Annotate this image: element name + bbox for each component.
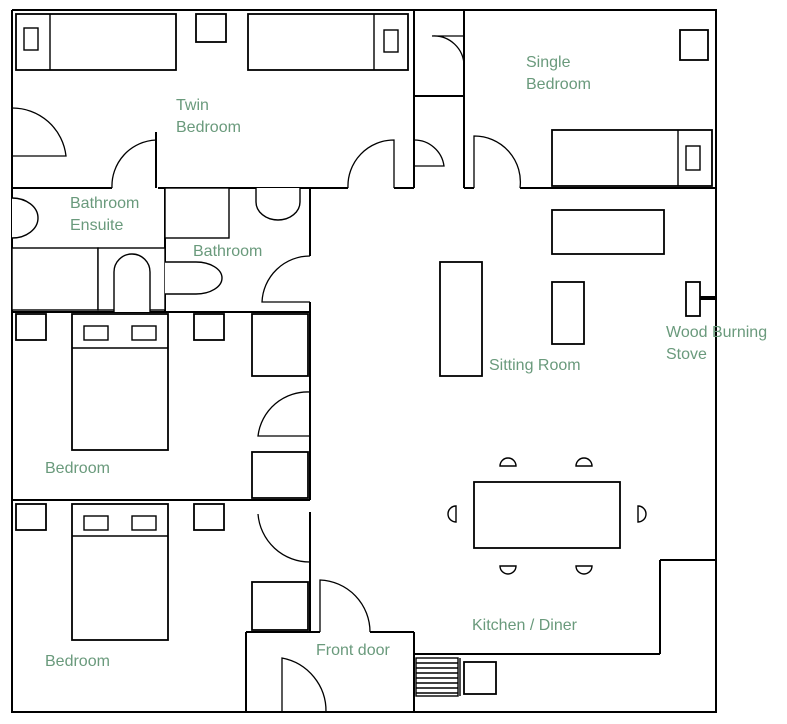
dining-chair bbox=[637, 505, 647, 523]
label-sitting-room: Sitting Room bbox=[489, 357, 581, 374]
sitting-room-furniture bbox=[439, 209, 716, 377]
label-bathroom-ensuite: Bathroom Ensuite bbox=[70, 195, 144, 234]
bedroom-1-furniture bbox=[15, 313, 309, 499]
kitchen-unit bbox=[463, 661, 497, 695]
door-cupboard-1 bbox=[431, 35, 465, 67]
dining-chair bbox=[499, 457, 517, 467]
pillow bbox=[83, 325, 109, 341]
bathroom-cabinet bbox=[164, 187, 230, 239]
label-bathroom: Bathroom bbox=[193, 243, 262, 260]
pillow bbox=[131, 515, 157, 531]
bedroom-2-furniture bbox=[15, 503, 309, 641]
sofa bbox=[439, 261, 483, 377]
basin bbox=[255, 188, 301, 221]
label-single-bedroom: Single Bedroom bbox=[526, 54, 591, 93]
stairs bbox=[415, 657, 461, 697]
outer-walls bbox=[11, 9, 717, 713]
door-bedroom-1 bbox=[257, 391, 311, 437]
label-front-door: Front door bbox=[316, 642, 390, 659]
door-front-hall bbox=[319, 579, 371, 633]
label-bedroom-2: Bedroom bbox=[45, 653, 110, 670]
bedside-table bbox=[15, 313, 47, 341]
kitchen-diner-furniture bbox=[415, 457, 647, 697]
ensuite-fixtures bbox=[11, 197, 166, 312]
coffee-table bbox=[551, 281, 585, 345]
door-bedroom-2 bbox=[257, 513, 311, 563]
bath bbox=[11, 247, 99, 311]
wardrobe bbox=[251, 451, 309, 499]
room-labels: Twin Bedroom Single Bedroom Bathroom Ens… bbox=[45, 54, 772, 670]
door-single-bedroom bbox=[473, 135, 522, 189]
wardrobe bbox=[251, 581, 309, 631]
label-bedroom-1: Bedroom bbox=[45, 460, 110, 477]
sink bbox=[11, 197, 39, 239]
door-twin-bedroom-left bbox=[11, 107, 67, 157]
bathroom-fixtures bbox=[164, 187, 301, 295]
label-twin-bedroom: Twin Bedroom bbox=[176, 97, 241, 136]
dining-chair bbox=[499, 565, 517, 575]
bedside-table bbox=[193, 503, 225, 531]
bedside-table bbox=[193, 313, 225, 341]
door-front bbox=[281, 657, 327, 713]
doors bbox=[11, 35, 522, 713]
dining-chair bbox=[447, 505, 457, 523]
pillow bbox=[685, 145, 701, 171]
pillow bbox=[383, 29, 399, 53]
single-bedroom-furniture bbox=[551, 29, 713, 187]
door-bathroom bbox=[261, 255, 311, 303]
bed bbox=[247, 13, 409, 71]
twin-bedroom-furniture bbox=[15, 13, 409, 71]
dining-chair bbox=[575, 457, 593, 467]
sofa bbox=[551, 209, 665, 255]
dining-table bbox=[473, 481, 621, 549]
label-kitchen-diner: Kitchen / Diner bbox=[472, 617, 578, 634]
bathtub bbox=[165, 261, 223, 295]
door-twin-bedroom-2 bbox=[347, 139, 395, 189]
wardrobe bbox=[679, 29, 709, 61]
bed bbox=[15, 13, 177, 71]
bedside-table bbox=[15, 503, 47, 531]
wardrobe bbox=[251, 313, 309, 377]
door-cupboard-2 bbox=[413, 139, 445, 167]
dining-chair bbox=[575, 565, 593, 575]
pillow bbox=[83, 515, 109, 531]
bedside-table bbox=[195, 13, 227, 43]
pillow bbox=[131, 325, 157, 341]
door-twin-bedroom-1 bbox=[111, 139, 157, 189]
stove-flue bbox=[700, 296, 716, 300]
pillow bbox=[23, 27, 39, 51]
wood-burning-stove bbox=[685, 281, 701, 317]
label-wood-burning-stove: Wood Burning Stove bbox=[666, 324, 772, 363]
toilet bbox=[113, 253, 151, 312]
